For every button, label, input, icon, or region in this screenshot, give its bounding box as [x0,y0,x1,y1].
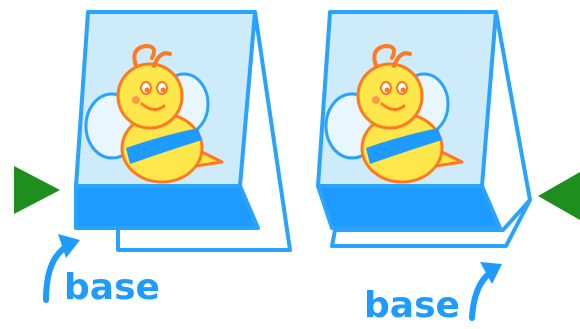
triangle-right-icon [14,166,60,214]
right-base-label: base [364,288,460,324]
right-stand-base [318,186,500,228]
left-base-label: base [64,270,160,306]
triangle-left-icon [538,172,580,220]
left-stand-base [76,186,258,228]
curved-arrow-up-icon [472,262,502,318]
left-stand [76,12,290,250]
right-stand [318,12,530,246]
